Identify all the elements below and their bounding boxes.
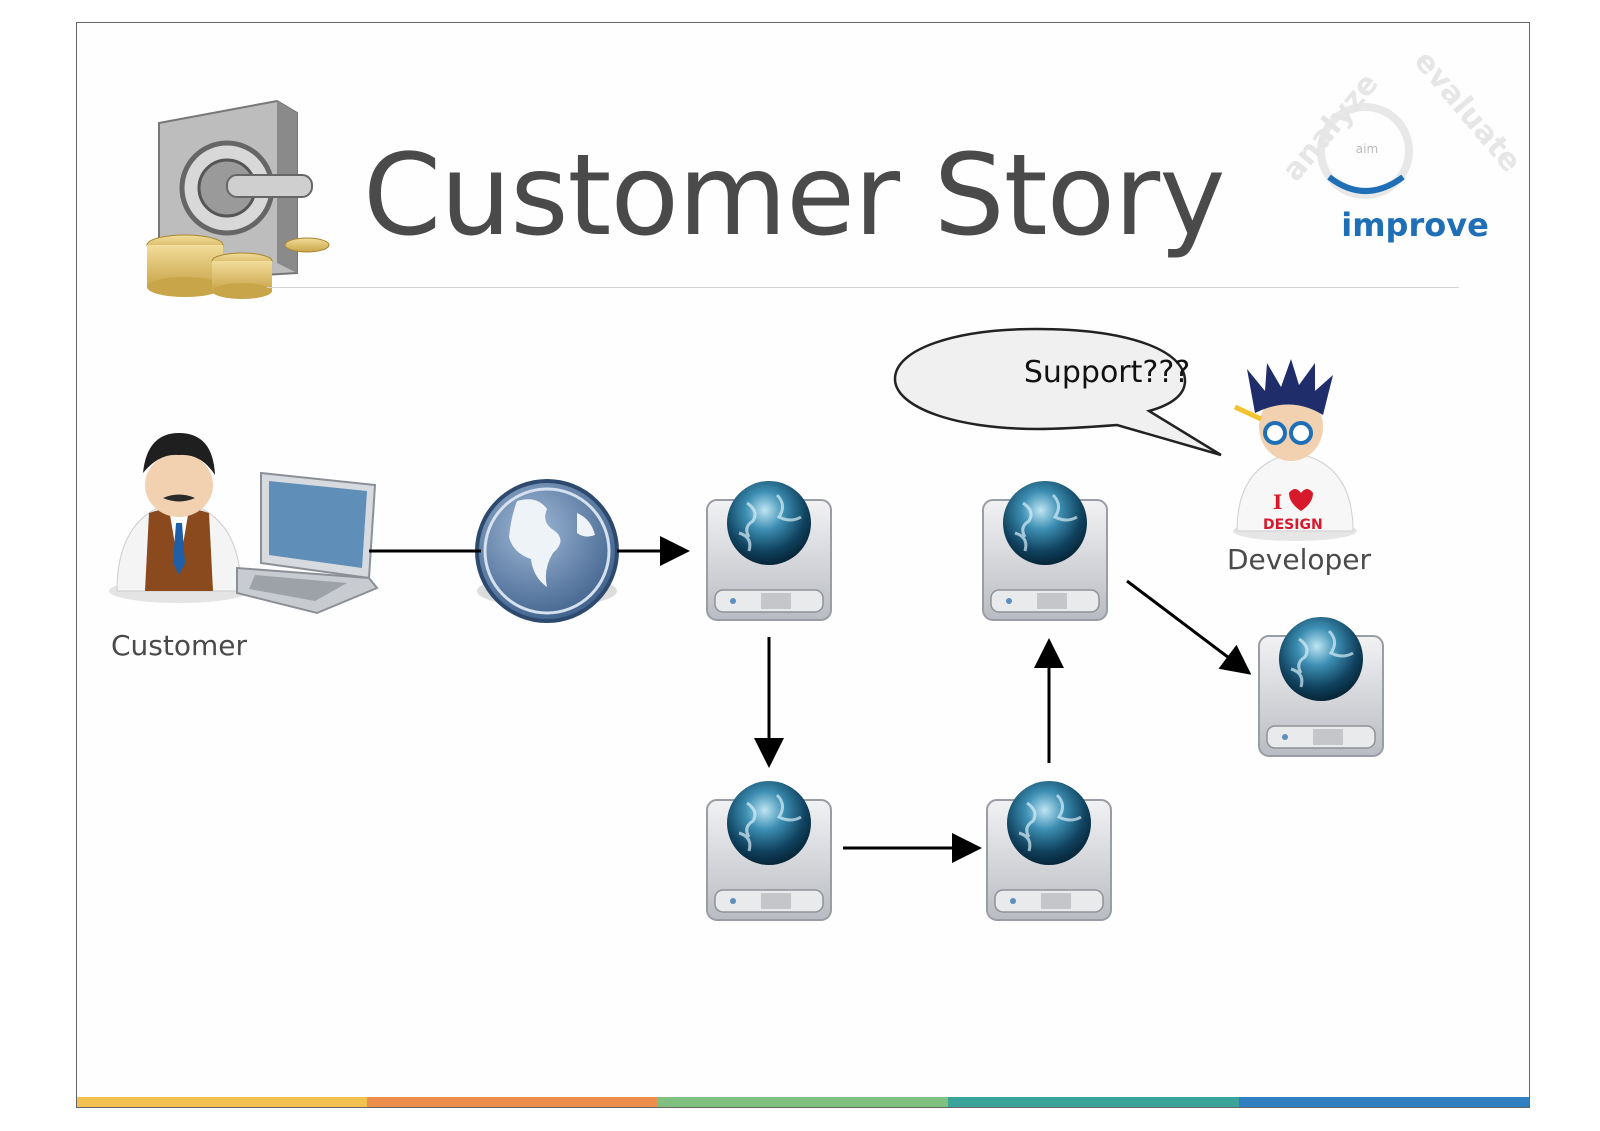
laptop-icon [236,471,379,615]
svg-text:I: I [1273,490,1282,514]
color-band [1238,1097,1529,1107]
speech-bubble [893,327,1222,457]
logo-word-improve: improve [1341,206,1489,244]
svg-text:DESIGN: DESIGN [1263,517,1323,533]
diagram-canvas: aim analyze evaluate [109,44,1528,922]
slide: aim analyze evaluate [76,22,1530,1108]
web-server-icon [705,779,833,922]
color-band [948,1097,1239,1107]
aim-center-text: aim [1356,142,1378,156]
footer-color-bar [77,1097,1529,1107]
web-server-icon [981,479,1109,622]
arrow-server2-server5 [1126,579,1252,675]
color-band [77,1097,368,1107]
customer-person-icon [109,433,249,603]
logo-word-analyze: analyze [1276,66,1386,188]
vault-coins-icon [146,99,330,299]
web-server-icon [705,479,833,622]
internet-globe-icon [475,479,619,623]
logo-word-evaluate: evaluate [1407,44,1528,179]
developer-label: Developer [1227,543,1372,576]
web-server-icon [985,779,1113,922]
developer-person-icon: I DESIGN [1233,359,1357,541]
color-band [367,1097,658,1107]
customer-label: Customer [111,629,248,662]
speech-bubble-text: Support??? [1023,355,1191,390]
title-divider [267,287,1459,288]
color-band [657,1097,949,1107]
aim-cycle-logo: aim analyze evaluate [1276,44,1528,199]
web-server-icon [1257,615,1385,758]
slide-title: Customer Story [363,131,1225,261]
